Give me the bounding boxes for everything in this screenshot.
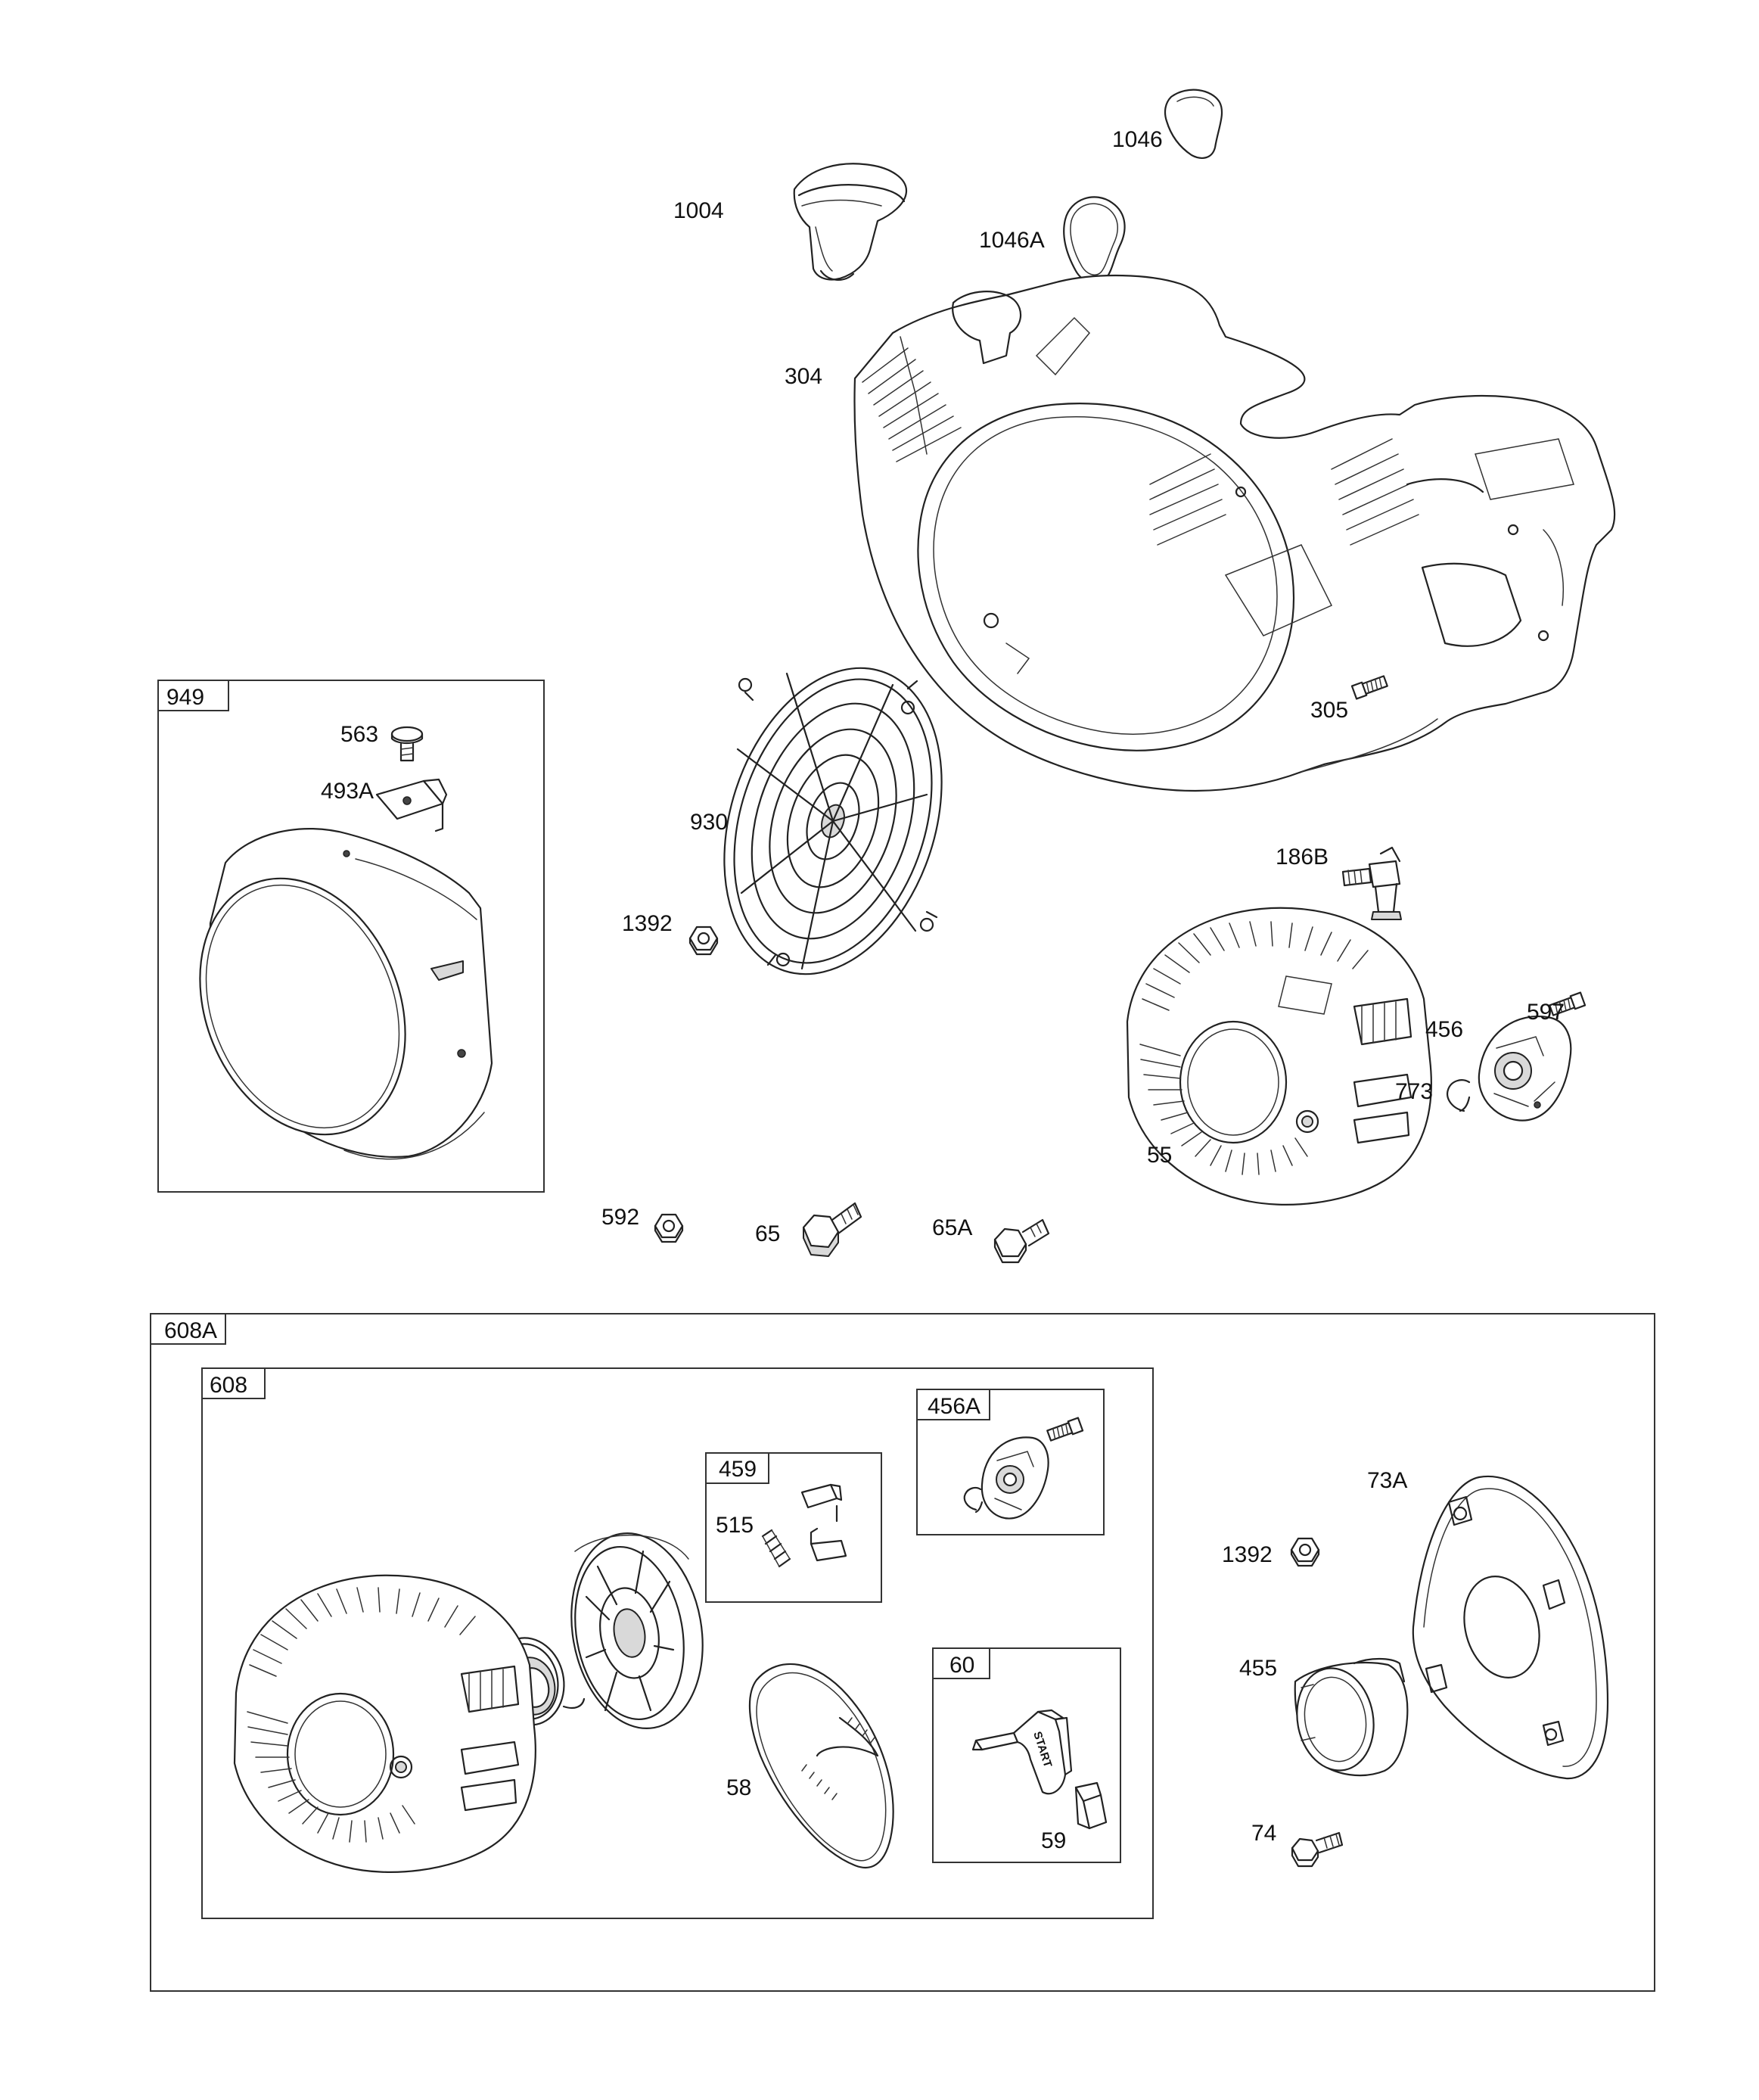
part-65A-bolt [993,1218,1050,1264]
label-597: 597 [1527,1000,1565,1025]
group-box-949 [157,680,545,1193]
label-456: 456 [1425,1017,1463,1042]
part-74-bolt [1291,1831,1344,1868]
group-box-459 [705,1452,882,1603]
part-455-cup [1294,1657,1409,1777]
part-1004 [793,163,908,281]
label-74: 74 [1251,1821,1276,1846]
group-tag-60 [932,1647,990,1679]
group-tag-949 [157,680,229,711]
label-608: 608 [210,1373,247,1398]
label-515: 515 [716,1513,754,1538]
part-493A-bracket [375,778,448,832]
part-air-filter [199,828,493,1160]
part-186B [1341,846,1402,920]
label-304: 304 [785,364,822,389]
label-930: 930 [690,810,728,835]
group-tag-459 [705,1452,769,1484]
part-773-ring [1447,1079,1471,1112]
group-box-608 [201,1367,1154,1919]
part-65-bolt [802,1202,862,1257]
label-563: 563 [340,722,378,747]
part-1046 [1164,89,1223,159]
label-58: 58 [726,1775,751,1800]
label-455: 455 [1239,1656,1277,1681]
label-1046A: 1046A [979,228,1045,253]
part-60-handle: START [971,1709,1073,1795]
label-60: 60 [949,1653,974,1678]
group-tag-456A [916,1389,990,1420]
label-55: 55 [1147,1143,1172,1168]
part-459-pawl-bottom [810,1527,847,1562]
part-73A-plate [1412,1475,1609,1780]
group-box-456A [916,1389,1105,1535]
part-starter-cup-assembly [233,1574,536,1873]
label-1004: 1004 [673,198,724,223]
part-930-grille [723,667,943,975]
part-592-nut [654,1213,684,1243]
part-1392-nut-top [688,926,719,956]
part-459-pawl-top [800,1483,843,1523]
label-59: 59 [1041,1828,1066,1853]
part-59-rope-insert [1074,1781,1108,1830]
part-456-plate [1478,1016,1572,1122]
label-305: 305 [1310,698,1348,723]
group-tag-608 [201,1367,266,1399]
part-55-starter-cup [1126,907,1432,1206]
label-949: 949 [166,685,204,710]
label-186B: 186B [1276,845,1329,870]
label-73A: 73A [1367,1468,1407,1493]
label-65A: 65A [932,1215,972,1240]
part-563-screw [390,726,424,762]
group-box-608A [150,1313,1655,1992]
label-1046: 1046 [1112,127,1163,152]
part-304-blower-housing [853,274,1616,792]
part-456A-plate [963,1436,1049,1520]
part-456A-bolt [1046,1417,1084,1443]
label-459: 459 [719,1457,757,1482]
label-773: 773 [1395,1079,1433,1104]
part-58-starter-rope [748,1663,894,1869]
label-1392-top: 1392 [622,911,673,936]
part-1046A [1063,196,1126,285]
label-1392-bottom: 1392 [1222,1542,1273,1567]
part-starter-pulley [570,1532,704,1729]
label-608A: 608A [164,1318,217,1343]
group-box-60 [932,1647,1121,1863]
part-1392-nut-bottom [1290,1537,1320,1567]
label-65: 65 [755,1221,780,1246]
group-tag-608A [150,1313,226,1345]
label-592: 592 [601,1205,639,1230]
label-493A: 493A [321,779,374,804]
label-456A: 456A [928,1394,981,1419]
part-515-spring [761,1529,791,1568]
